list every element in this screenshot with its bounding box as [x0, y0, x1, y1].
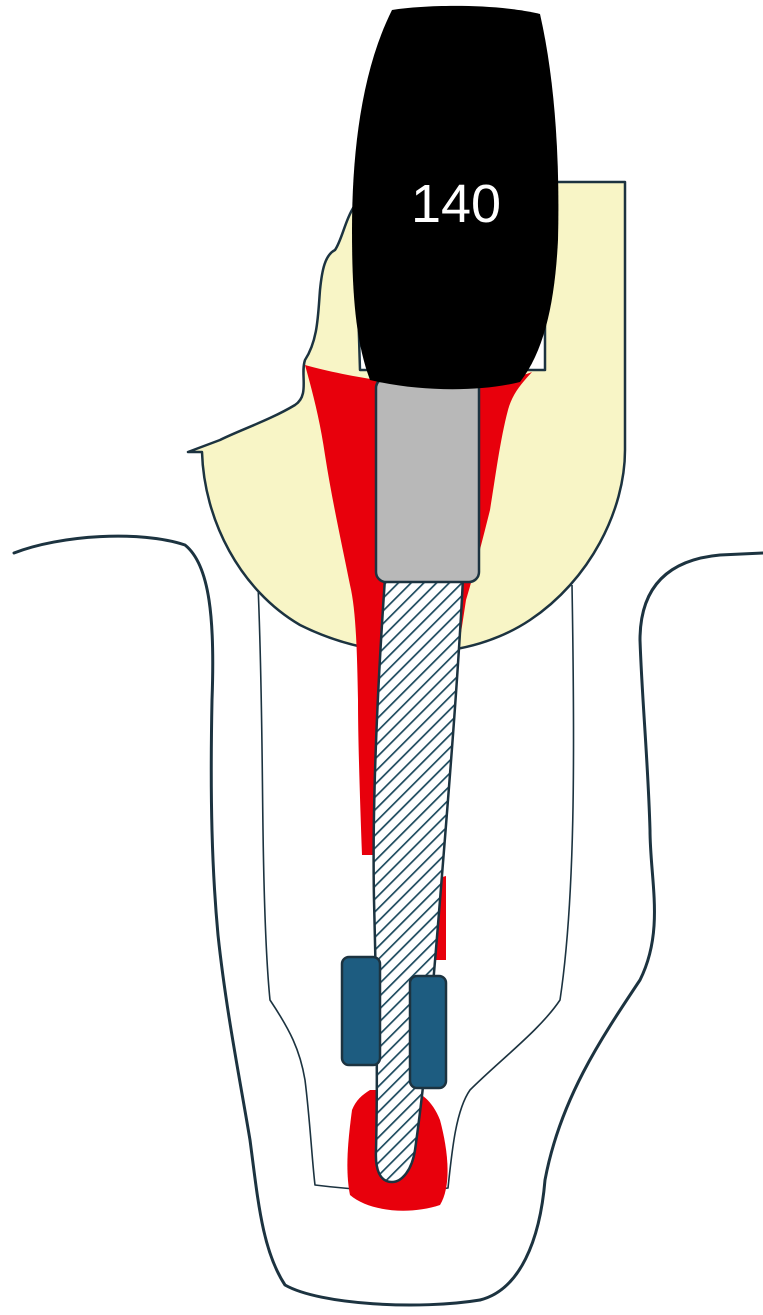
retention-clip-left [342, 957, 380, 1065]
metal-sleeve [376, 378, 479, 582]
cap-number-label: 140 [411, 174, 501, 234]
post-body [374, 578, 463, 1182]
retention-clip-right [410, 976, 446, 1088]
bone-outline-right [480, 553, 763, 1300]
